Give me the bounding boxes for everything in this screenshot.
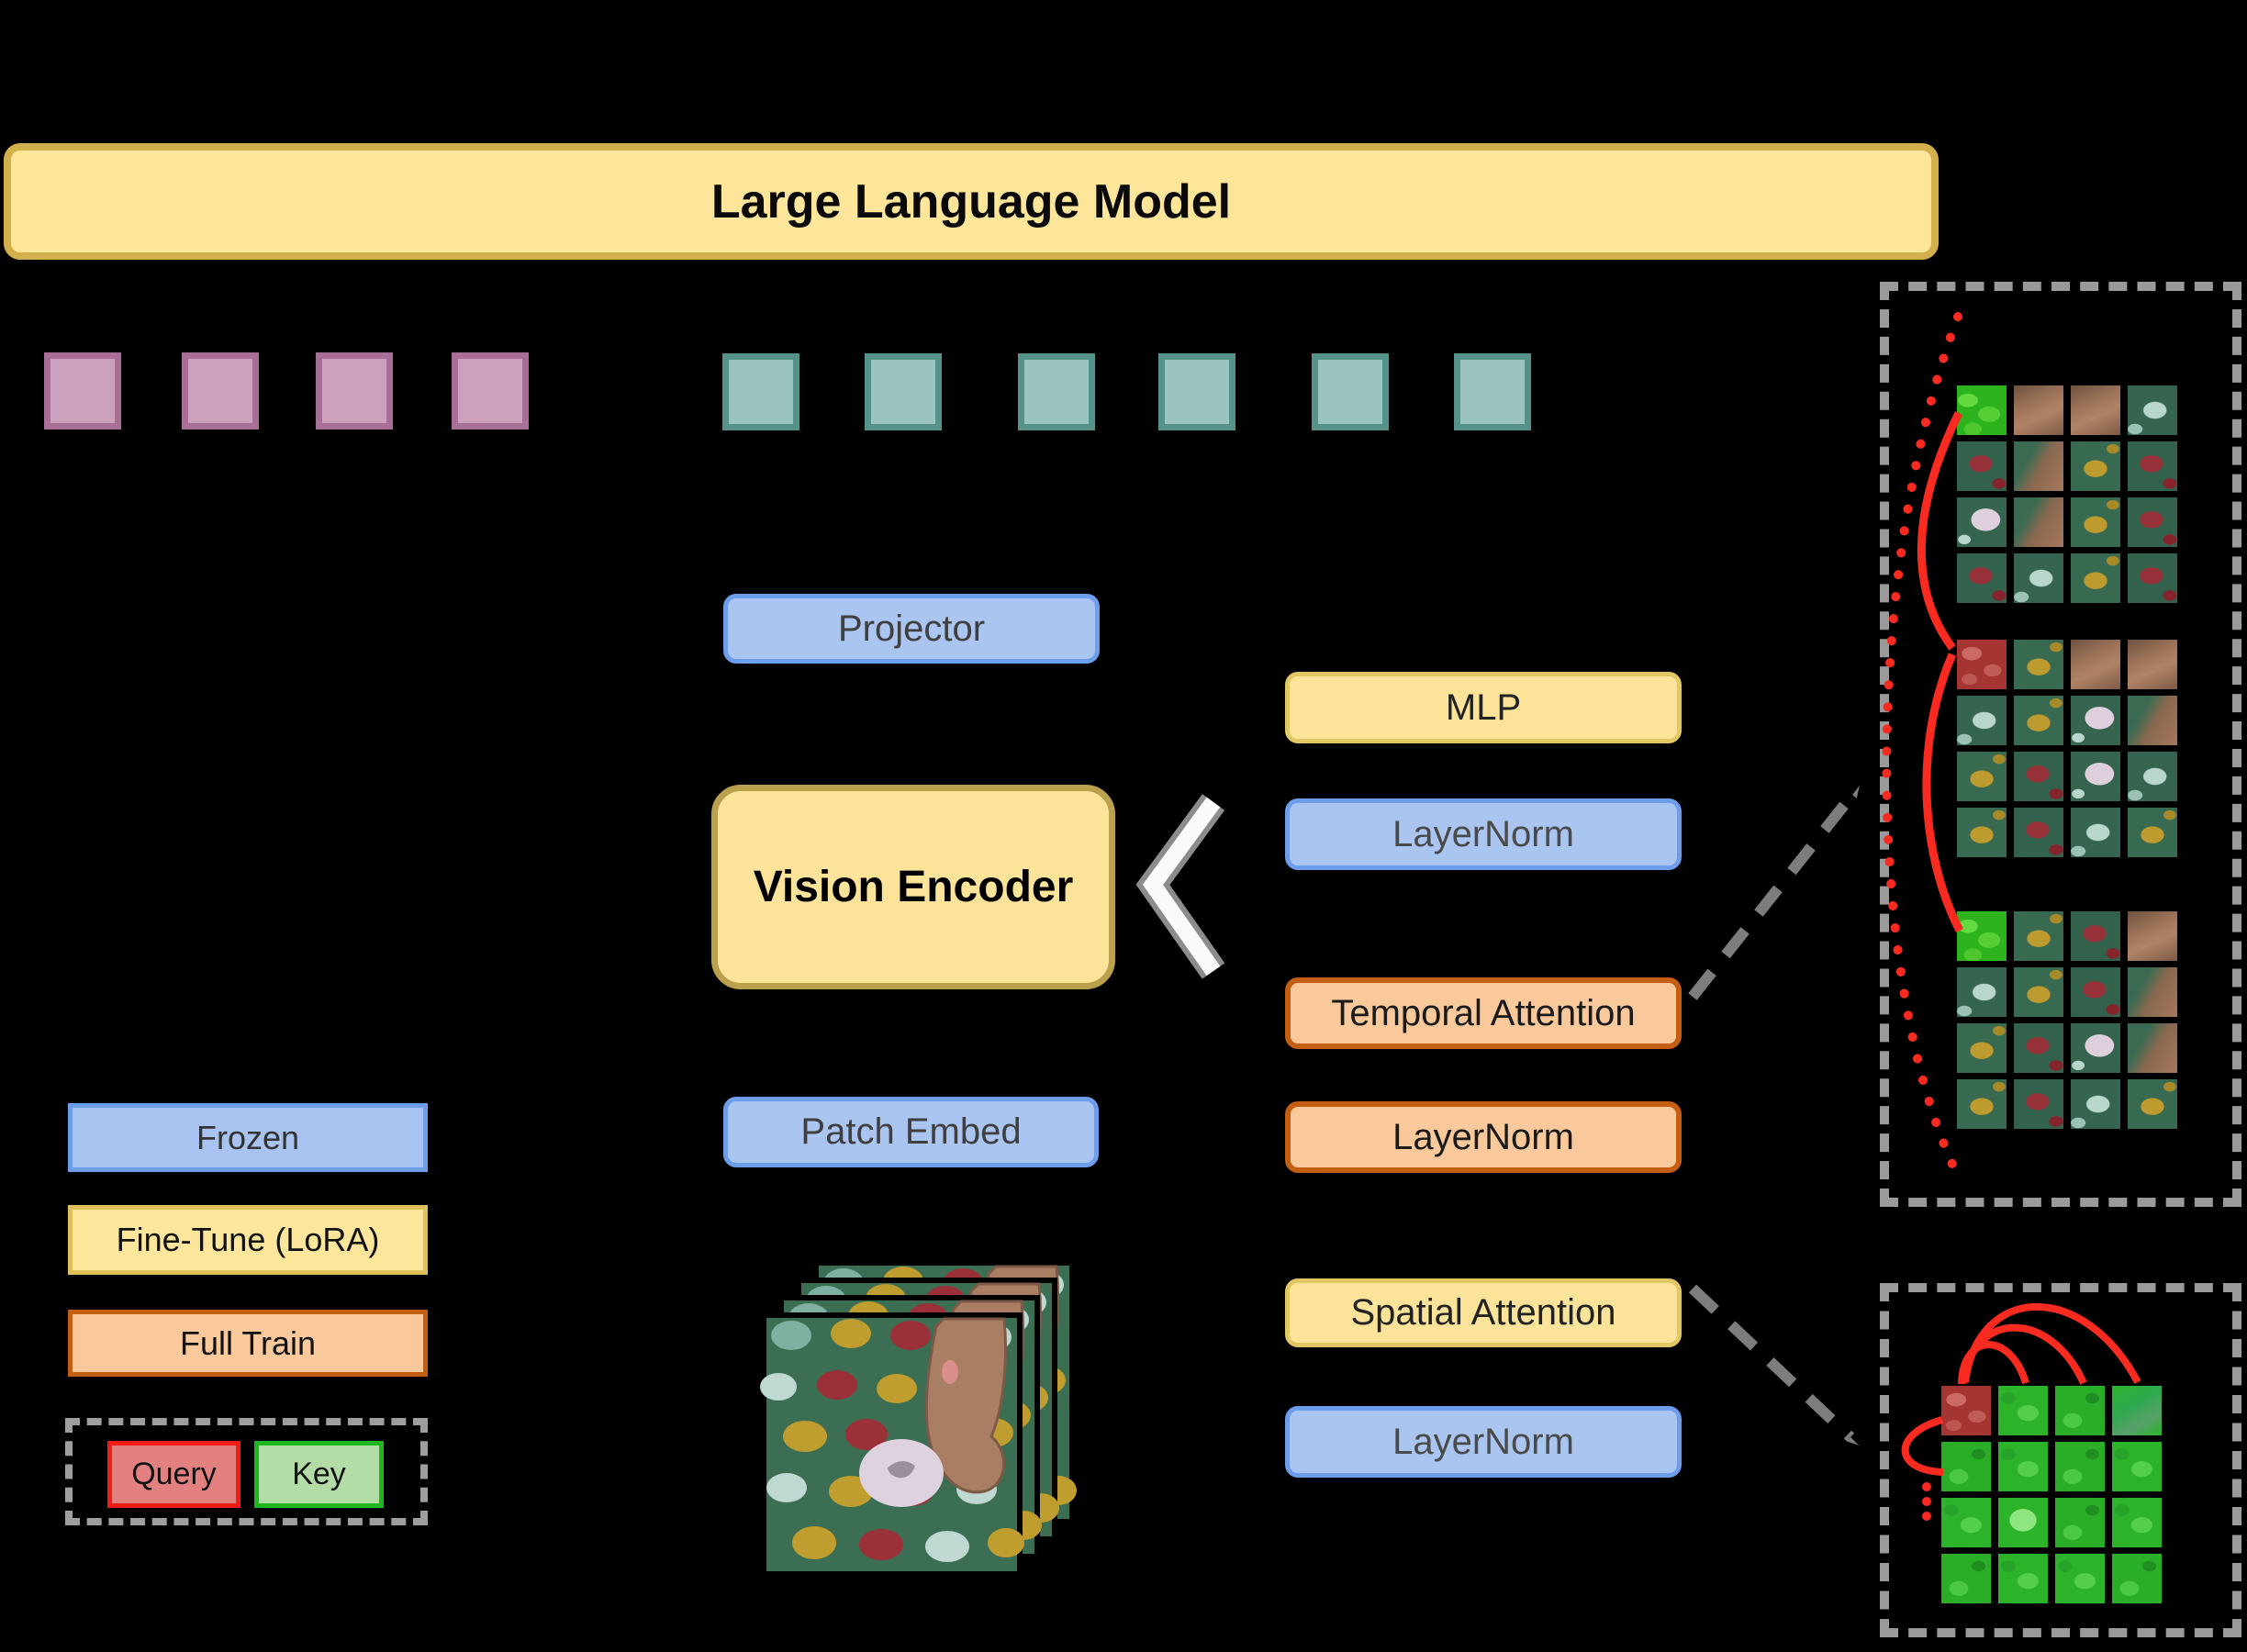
legend-key: Key bbox=[254, 1441, 384, 1508]
projector-label: Projector bbox=[837, 608, 986, 649]
visual-token bbox=[1158, 353, 1235, 430]
legend-full-train-label: Full Train bbox=[179, 1323, 317, 1362]
spatial-arc-3 bbox=[1958, 1341, 2029, 1385]
query-token bbox=[182, 352, 259, 430]
layernorm-top-label: LayerNorm bbox=[1392, 813, 1574, 854]
temporal-curve-frame1 bbox=[1917, 411, 1963, 651]
visual-token bbox=[1454, 353, 1531, 430]
spatial-attention-box: Spatial Attention bbox=[1285, 1278, 1682, 1347]
frame3-patch-grid bbox=[1957, 911, 2177, 1129]
legend-query-label: Query bbox=[131, 1457, 217, 1491]
visual-token bbox=[1018, 353, 1095, 430]
spatial-arc-4 bbox=[1901, 1416, 1944, 1476]
legend-frozen: Frozen bbox=[68, 1103, 428, 1172]
patch-embed-box: Patch Embed bbox=[723, 1097, 1099, 1167]
query-patch bbox=[1957, 640, 2007, 689]
frame1-patch-grid bbox=[1957, 385, 2177, 603]
projector-box: Projector bbox=[723, 594, 1100, 664]
spatial-dots bbox=[1922, 1497, 1931, 1506]
chevron-icon bbox=[1135, 794, 1225, 979]
legend-fine-tune: Fine-Tune (LoRA) bbox=[68, 1205, 428, 1275]
spatial-dots bbox=[1922, 1482, 1931, 1491]
legend-query-key-frame bbox=[65, 1418, 428, 1525]
patch-embed-label: Patch Embed bbox=[800, 1111, 1022, 1152]
layernorm-top-box: LayerNorm bbox=[1285, 798, 1682, 870]
temporal-attention-label: Temporal Attention bbox=[1331, 992, 1636, 1033]
query-token bbox=[44, 352, 121, 430]
legend-query: Query bbox=[107, 1441, 240, 1508]
llm-box: Large Language Model bbox=[4, 143, 1939, 260]
temporal-attention-arrow bbox=[1688, 795, 1852, 1000]
layernorm-bottom-box: LayerNorm bbox=[1285, 1406, 1682, 1478]
key-patch bbox=[1957, 385, 2007, 435]
mlp-box: MLP bbox=[1285, 672, 1682, 743]
visual-token bbox=[1312, 353, 1389, 430]
temporal-curve-frame3 bbox=[1922, 653, 1964, 933]
query-token bbox=[316, 352, 393, 430]
vision-encoder-box: Vision Encoder bbox=[711, 785, 1115, 989]
spatial-attention-arrow bbox=[1688, 1284, 1850, 1437]
llm-label: Large Language Model bbox=[710, 174, 1232, 229]
visual-token bbox=[722, 353, 799, 430]
legend-frozen-label: Frozen bbox=[196, 1118, 300, 1156]
legend-fine-tune-label: Fine-Tune (LoRA) bbox=[116, 1221, 380, 1258]
query-patch bbox=[1941, 1386, 1991, 1435]
temporal-attention-box: Temporal Attention bbox=[1285, 977, 1682, 1049]
mlp-label: MLP bbox=[1445, 686, 1522, 728]
temporal-attention-panel bbox=[1880, 282, 2241, 1207]
query-token bbox=[452, 352, 529, 430]
spatial-patch-grid bbox=[1941, 1386, 2162, 1603]
key-patch bbox=[1957, 911, 2007, 961]
legend-key-label: Key bbox=[292, 1457, 346, 1491]
visual-token bbox=[865, 353, 942, 430]
layernorm-bottom-label: LayerNorm bbox=[1392, 1421, 1574, 1462]
vision-encoder-label: Vision Encoder bbox=[753, 863, 1074, 911]
legend-full-train: Full Train bbox=[68, 1310, 428, 1377]
layernorm-mid-box: LayerNorm bbox=[1285, 1101, 1682, 1173]
spatial-attention-label: Spatial Attention bbox=[1350, 1292, 1616, 1333]
layernorm-mid-label: LayerNorm bbox=[1392, 1116, 1574, 1157]
spatial-attention-panel bbox=[1880, 1283, 2241, 1637]
spatial-dots bbox=[1922, 1512, 1931, 1521]
frame2-patch-grid bbox=[1957, 640, 2177, 857]
